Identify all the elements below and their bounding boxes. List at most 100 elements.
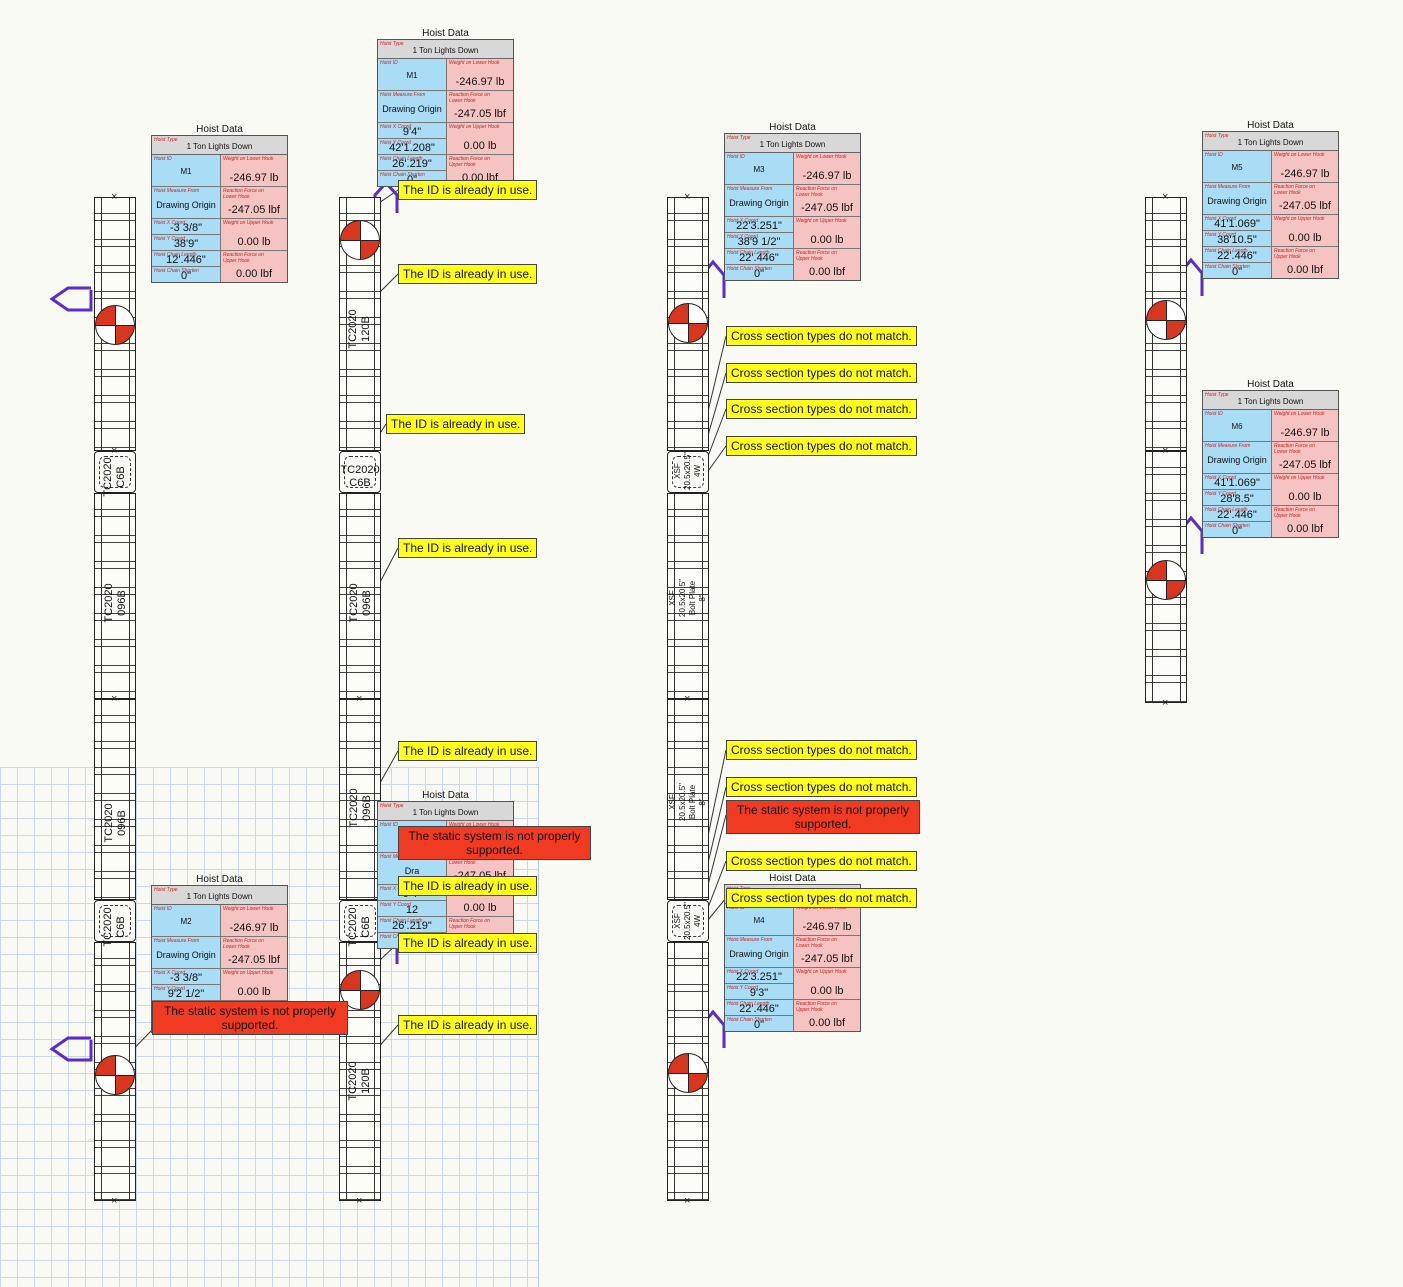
load-center-icon[interactable] [340, 220, 380, 260]
load-center-icon[interactable] [668, 1053, 708, 1093]
measure-from-cell: Hoist Measure From Drawing Origin [378, 91, 447, 122]
hoist-id: M5 [1231, 163, 1243, 172]
warning-cross-section[interactable]: Cross section types do not match. [726, 436, 917, 456]
warning-id-in-use[interactable]: The ID is already in use. [386, 414, 526, 434]
caption: Weight on Upper Hook [1274, 475, 1325, 481]
y-coord: 42'1.208" [389, 142, 435, 154]
caption: Hoist Measure From [380, 92, 426, 98]
x-coord-cell: Hoist X Coord 9'4" Hoist Y Coord 42'1.20… [378, 123, 447, 154]
error-line-2: supported. [221, 1018, 279, 1032]
truss-joint[interactable] [339, 900, 381, 942]
hoist-type: 1 Ton Lights Down [1237, 397, 1304, 406]
x-coord-cell: Hoist X Coord 22'3.251" Hoist Y Coord 38… [725, 217, 794, 248]
truss-joint[interactable] [667, 451, 709, 493]
warning-cross-section[interactable]: Cross section types do not match. [726, 399, 917, 419]
caption: Hoist Type [380, 41, 404, 47]
weight-lower: -246.97 lb [455, 76, 505, 88]
reaction-lower: -247.05 lbf [228, 954, 280, 966]
hoist-type: 1 Ton Lights Down [759, 140, 826, 149]
truss-segment[interactable] [667, 493, 709, 699]
caption: Hoist ID [727, 154, 745, 160]
caption: Hoist Chain Shorten [1205, 264, 1250, 270]
error-static-system[interactable]: The static system is not properly suppor… [398, 826, 591, 860]
measure-from: Drawing Origin [1207, 196, 1267, 206]
load-center-icon[interactable] [1146, 560, 1186, 600]
warning-id-in-use[interactable]: The ID is already in use. [398, 538, 538, 558]
caption: Hoist Type [1205, 133, 1229, 139]
load-center-icon[interactable] [668, 303, 708, 343]
node-mark: × [111, 445, 118, 457]
reaction-lower-cell: Reaction Force on Lower Hook -247.05 lbf [794, 936, 860, 967]
hoist-data-panel[interactable]: Hoist Type 1 Ton Lights Down Hoist ID M1… [151, 135, 288, 283]
warning-cross-section[interactable]: Cross section types do not match. [726, 326, 917, 346]
warning-id-in-use[interactable]: The ID is already in use. [398, 876, 538, 896]
warning-id-in-use[interactable]: The ID is already in use. [398, 741, 538, 761]
x-coord: 22'3.251" [736, 220, 782, 232]
chain-length: 22'.446" [739, 252, 779, 264]
load-center-icon[interactable] [95, 305, 135, 345]
y-coord: 38'10.5" [1217, 234, 1257, 246]
warning-id-in-use[interactable]: The ID is already in use. [398, 264, 538, 284]
hoist-data-panel[interactable]: Hoist Type 1 Ton Lights Down Hoist ID We… [377, 801, 514, 949]
weight-upper-cell: Weight on Upper Hook 0.00 lb [1272, 474, 1338, 505]
weight-upper: 0.00 lb [810, 985, 844, 997]
chain-length: 26'.219" [392, 920, 432, 932]
reaction-lower: -247.05 lbf [801, 202, 853, 214]
warning-cross-section[interactable]: Cross section types do not match. [726, 363, 917, 383]
node-mark: × [111, 1195, 118, 1207]
warning-id-in-use[interactable]: The ID is already in use. [398, 933, 538, 953]
hoist-data-panel[interactable]: Hoist Type 1 Ton Lights Down Hoist ID M5… [1202, 131, 1339, 279]
error-static-system[interactable]: The static system is not properly suppor… [152, 1001, 348, 1035]
caption: Hoist Type [727, 135, 751, 141]
x-coord-cell: Hoist X Coord 22'3.251" [725, 217, 793, 233]
warning-id-in-use[interactable]: The ID is already in use. [398, 180, 538, 200]
load-center-icon[interactable] [1146, 300, 1186, 340]
truss-joint[interactable] [94, 900, 136, 942]
truss-joint[interactable] [94, 451, 136, 493]
weight-lower-cell: Weight on Lower Hook -246.97 lb [794, 153, 860, 184]
warning-cross-section[interactable]: Cross section types do not match. [726, 851, 917, 871]
warning-cross-section[interactable]: Cross section types do not match. [726, 740, 917, 760]
caption: Hoist Chain Shorten [1205, 523, 1250, 529]
truss-segment[interactable] [94, 699, 136, 900]
warning-id-in-use[interactable]: The ID is already in use. [398, 1015, 538, 1035]
y-coord: 28'8.5" [1220, 493, 1254, 505]
error-static-system[interactable]: The static system is not properly suppor… [726, 800, 920, 834]
truss-segment[interactable] [667, 699, 709, 900]
error-line-1: The static system is not properly [408, 829, 581, 843]
hoist-data-title: Hoist Data [1247, 120, 1294, 131]
truss-segment[interactable] [339, 493, 381, 699]
y-coord-cell: Hoist Y Coord 12 [378, 901, 446, 916]
hoist-type-cell: Hoist Type 1 Ton Lights Down [725, 134, 860, 153]
y-coord-cell: Hoist Y Coord 28'8.5" [1203, 490, 1271, 505]
caption: Weight on Lower Hook [449, 60, 500, 66]
caption: Reaction Force on Lower Hook [449, 92, 490, 104]
caption: Hoist ID [1205, 411, 1223, 417]
warning-cross-section[interactable]: Cross section types do not match. [726, 888, 917, 908]
caption: Hoist X Coord [727, 218, 759, 224]
truss-joint[interactable] [339, 451, 381, 493]
y-coord-cell: Hoist Chain Length 22'.446" Hoist Chain … [725, 1000, 794, 1031]
truss-segment[interactable] [339, 699, 381, 900]
truss-segment[interactable] [94, 493, 136, 699]
hoist-data-title: Hoist Data [1247, 379, 1294, 390]
hoist-data-panel[interactable]: Hoist Type 1 Ton Lights Down Hoist ID M3… [724, 133, 861, 281]
hoist-data-panel[interactable]: Hoist Type 1 Ton Lights Down Hoist ID M6… [1202, 390, 1339, 538]
hoist-data-panel[interactable]: Hoist Type 1 Ton Lights Down Hoist ID M1… [377, 39, 514, 187]
caption: Hoist X Coord [380, 124, 412, 130]
measure-from: Dra [404, 866, 420, 876]
load-center-icon[interactable] [95, 1055, 135, 1095]
hoist-type: 1 Ton Lights Down [412, 46, 479, 55]
hoist-id: M2 [180, 917, 192, 926]
load-center-icon[interactable] [340, 970, 380, 1010]
warning-cross-section[interactable]: Cross section types do not match. [726, 777, 917, 797]
caption: Hoist Chain Length [154, 252, 197, 258]
chain-shorten-cell: Hoist Chain Shorten 0" [725, 1016, 793, 1031]
caption: Weight on Lower Hook [1274, 152, 1325, 158]
reaction-upper-cell: Reaction Force on Upper Hook 0.00 lbf [794, 1000, 860, 1031]
caption: Hoist ID [154, 156, 172, 162]
x-coord-cell: Hoist X Coord -3 3/8" [152, 219, 220, 235]
x-coord-cell: Hoist X Coord -3 3/8" Hoist Y Coord 38'9… [152, 219, 221, 250]
truss-joint[interactable] [667, 900, 709, 942]
hoist-type-cell: Hoist Type 1 Ton Lights Down [1203, 132, 1338, 151]
